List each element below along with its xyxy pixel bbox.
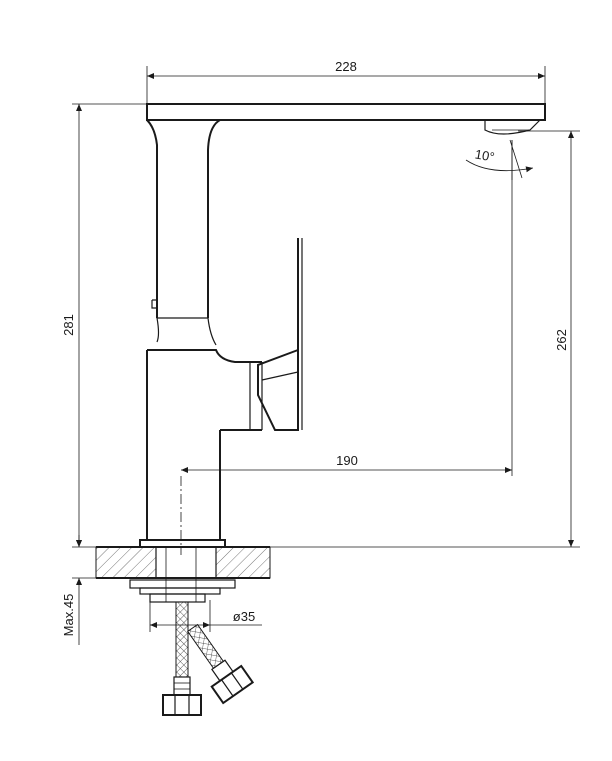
cartridge-housing: [249, 362, 263, 430]
upper-column: [146, 119, 221, 318]
countertop-section: [95, 546, 271, 579]
overall-height-label: 281: [61, 314, 76, 336]
dimension-hole-diameter: ø35: [149, 600, 262, 632]
dimension-spout-height: 262: [270, 130, 580, 548]
spout-angle-label: 10°: [474, 146, 496, 164]
handle-lever[interactable]: [257, 238, 299, 431]
aerator: [484, 119, 541, 135]
base-flange: [139, 539, 226, 548]
counter-thickness-label: Max.45: [61, 594, 76, 637]
dimension-spout-angle: 10°: [465, 139, 534, 180]
spout-bar: [146, 103, 546, 121]
hole-diameter-label: ø35: [233, 609, 255, 624]
lower-body: [146, 349, 262, 540]
spout-reach-label: 190: [336, 453, 358, 468]
supply-hoses: [162, 601, 255, 716]
dimension-overall-height: 281: [61, 103, 147, 548]
faucet-body: [139, 103, 546, 555]
dimension-counter-thickness: Max.45: [61, 535, 96, 645]
column-collar: [156, 304, 217, 346]
spout-height-label: 262: [554, 329, 569, 351]
mounting-hardware: [129, 546, 236, 603]
dimension-overall-width: 228: [146, 59, 546, 104]
overall-width-label: 228: [335, 59, 357, 74]
dimension-spout-reach: 190: [181, 140, 513, 476]
